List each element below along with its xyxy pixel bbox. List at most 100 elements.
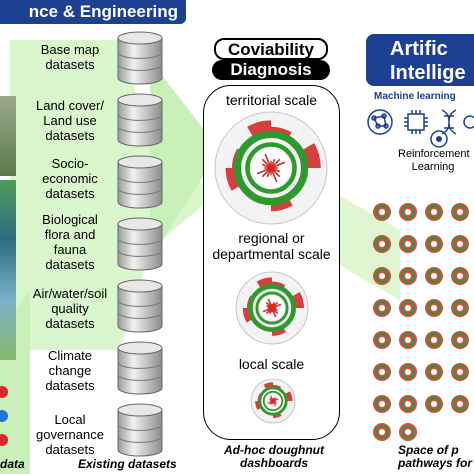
dataset-label-line: Land use bbox=[43, 113, 97, 128]
regional-scale-label: regional or departmental scale bbox=[203, 230, 340, 262]
dataset-label-line: datasets bbox=[45, 186, 95, 201]
dataset-label-line: flora and bbox=[44, 227, 96, 242]
rl-line2: Learning bbox=[411, 161, 455, 173]
dataset-label-line: Biological bbox=[42, 212, 98, 227]
local-scale-label: local scale bbox=[238, 356, 305, 372]
ai-banner-line2: Intellige bbox=[390, 62, 466, 84]
doughnut-regional bbox=[235, 271, 309, 345]
database-cylinder-icon bbox=[117, 403, 163, 457]
ai-banner-line1: Artific bbox=[390, 38, 448, 60]
artificial-intelligence-banner: Artific Intellige bbox=[366, 34, 474, 86]
diagnosis-subtitle: Diagnosis bbox=[212, 60, 330, 80]
dataset-label-line: economic bbox=[42, 171, 98, 186]
mini-doughnut-icon bbox=[373, 363, 391, 381]
mini-doughnut-icon bbox=[451, 363, 469, 381]
dataset-label-line: Socio- bbox=[51, 156, 89, 171]
doughnut-caption-line1: Ad-hoc doughnut bbox=[224, 443, 324, 457]
mini-doughnut-icon bbox=[399, 299, 417, 317]
space-pathways-caption: Space of p pathways for bbox=[398, 444, 472, 470]
dataset-label-line: datasets bbox=[45, 57, 95, 72]
mini-doughnut-icon bbox=[373, 235, 391, 253]
mini-doughnut-icon bbox=[399, 235, 417, 253]
mini-doughnut-icon bbox=[373, 423, 391, 441]
reinforcement-icon bbox=[430, 130, 448, 148]
dataset-label-line: datasets bbox=[45, 128, 95, 143]
mini-doughnut-icon bbox=[451, 267, 469, 285]
mini-doughnut-icon bbox=[373, 395, 391, 413]
database-cylinder-icon bbox=[117, 155, 163, 209]
database-cylinder-icon bbox=[117, 31, 163, 85]
science-engineering-banner: nce & Engineering bbox=[0, 0, 186, 24]
existing-datasets-caption: Existing datasets bbox=[78, 457, 177, 471]
dataset-label-line: Base map bbox=[40, 42, 100, 57]
database-cylinder-icon bbox=[117, 217, 163, 271]
gear-icon bbox=[463, 115, 474, 129]
mini-doughnut-icon bbox=[399, 363, 417, 381]
space-caption-line1: Space of p bbox=[398, 443, 459, 457]
mini-doughnut-icon bbox=[373, 331, 391, 349]
rl-line1: Reinforcement bbox=[398, 148, 470, 160]
dna-icon bbox=[441, 109, 457, 135]
doughnut-dashboards-caption: Ad-hoc doughnut dashboards bbox=[212, 444, 336, 470]
dataset-label-line: Climate bbox=[47, 348, 93, 363]
dataset-label-line: Land cover/ bbox=[36, 98, 104, 113]
mini-doughnut-icon bbox=[425, 235, 443, 253]
ml-icons bbox=[367, 109, 474, 135]
dataset-cylinders bbox=[117, 31, 163, 457]
mini-doughnut-icon bbox=[425, 331, 443, 349]
dataset-label-line: datasets bbox=[45, 442, 95, 457]
brain-network-icon bbox=[367, 109, 393, 135]
mini-doughnut-icon bbox=[399, 395, 417, 413]
coviability-title: Coviability bbox=[214, 38, 328, 60]
mini-doughnut-icon bbox=[451, 203, 469, 221]
mini-doughnut-icon bbox=[451, 331, 469, 349]
database-cylinder-icon bbox=[117, 279, 163, 333]
dataset-label-line: datasets bbox=[45, 257, 95, 272]
chip-icon bbox=[404, 110, 428, 134]
regional-line2: departmental scale bbox=[212, 246, 331, 262]
landscape-photo-top bbox=[0, 96, 16, 176]
dataset-label-line: datasets bbox=[45, 316, 95, 331]
doughnut-territorial bbox=[214, 111, 328, 225]
blue-dot-icon bbox=[0, 410, 8, 422]
mini-doughnut-icon bbox=[425, 299, 443, 317]
mini-doughnut-icon bbox=[373, 203, 391, 221]
mini-doughnut-icon bbox=[373, 299, 391, 317]
mini-doughnut-icon bbox=[425, 267, 443, 285]
regional-line1: regional or bbox=[238, 230, 305, 246]
dataset-label-line: quality bbox=[51, 301, 89, 316]
database-cylinder-icon bbox=[117, 93, 163, 147]
mini-doughnut-icon bbox=[399, 203, 417, 221]
territorial-scale-label: territorial scale bbox=[225, 92, 318, 108]
machine-learning-label: Machine learning bbox=[374, 91, 456, 102]
mini-doughnut-icon bbox=[451, 395, 469, 413]
doughnut-caption-line2: dashboards bbox=[239, 456, 308, 470]
mini-doughnut-icon bbox=[399, 423, 417, 441]
dataset-label-line: change bbox=[48, 363, 92, 378]
mini-doughnut-icon bbox=[425, 203, 443, 221]
dataset-label-line: Local bbox=[54, 412, 86, 427]
mini-doughnut-icon bbox=[425, 395, 443, 413]
dataset-label-line: datasets bbox=[45, 378, 95, 393]
mini-doughnut-icon bbox=[451, 235, 469, 253]
mini-doughnut-icon bbox=[399, 267, 417, 285]
mini-doughnut-icon bbox=[373, 267, 391, 285]
mini-doughnut-icon bbox=[399, 331, 417, 349]
dataset-label-line: governance bbox=[36, 427, 104, 442]
space-caption-line2: pathways for bbox=[398, 456, 473, 470]
left-data-caption: data bbox=[0, 457, 25, 471]
pathway-doughnut-grid bbox=[373, 203, 469, 441]
dataset-label-line: fauna bbox=[53, 242, 87, 257]
red-dot-icon bbox=[0, 386, 8, 398]
dataset-label-line: Air/water/soil bbox=[32, 286, 108, 301]
mini-doughnut-icon bbox=[425, 363, 443, 381]
database-cylinder-icon bbox=[117, 341, 163, 395]
